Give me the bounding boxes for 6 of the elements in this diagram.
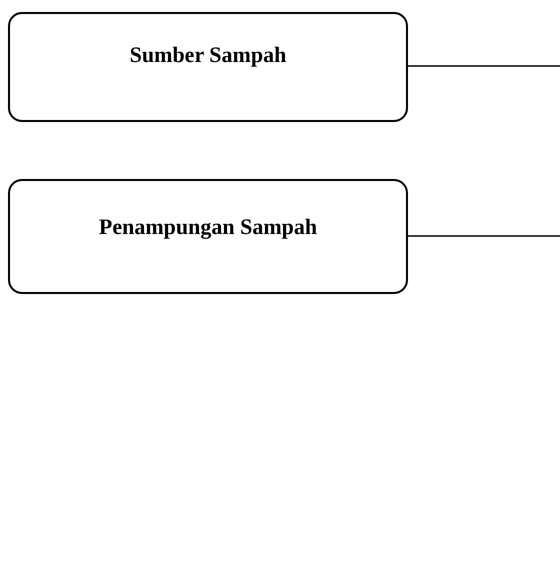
process-box — [8, 179, 408, 294]
connector-line — [408, 65, 560, 67]
connector-line — [408, 235, 560, 237]
box-label: Sumber Sampah — [130, 42, 286, 68]
process-box — [8, 12, 408, 122]
box-label: Penampungan Sampah — [98, 214, 318, 240]
